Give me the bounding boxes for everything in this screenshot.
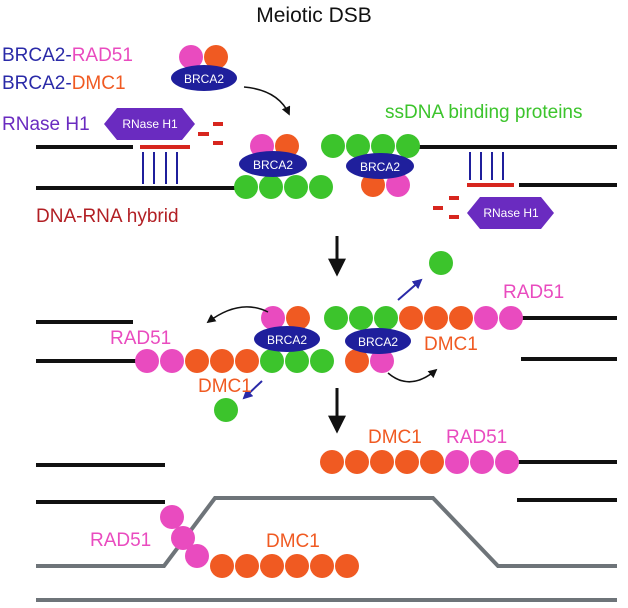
label-rad51-left: RAD51 bbox=[110, 328, 171, 349]
legend-ssdna-binding-proteins: ssDNA binding proteins bbox=[385, 102, 583, 123]
label-rad51-right: RAD51 bbox=[503, 282, 564, 303]
legend-dna-rna-hybrid: DNA-RNA hybrid bbox=[36, 206, 179, 227]
brca2-complex-right-step2: BRCA2 bbox=[345, 328, 411, 373]
legend-dmc1: DMC1 bbox=[72, 73, 126, 94]
rna-fragments-right bbox=[433, 196, 459, 219]
brca2-label: BRCA2 bbox=[184, 72, 224, 86]
dmc1-protomer bbox=[361, 173, 385, 197]
brca2-complex-right-step1: BRCA2 bbox=[321, 134, 420, 197]
rnase-label: RNase H1 bbox=[483, 206, 539, 220]
filament-step3 bbox=[320, 450, 519, 474]
legend-brca2-rad51: BRCA2-RAD51 bbox=[2, 45, 133, 66]
rnase-h1-left: RNase H1 bbox=[104, 108, 195, 140]
legend-brca2-b: BRCA2 bbox=[2, 73, 65, 94]
legend-brca2-dmc1: BRCA2-DMC1 bbox=[2, 73, 126, 94]
rnase-label: RNase H1 bbox=[122, 117, 178, 131]
brca2-oval bbox=[171, 65, 237, 91]
rad51-protomer bbox=[386, 173, 410, 197]
label-dmc1-right: DMC1 bbox=[424, 334, 478, 355]
recruit-arrow bbox=[243, 86, 291, 116]
brca2-complex-left-step1: BRCA2 bbox=[234, 134, 333, 199]
brca2-oval bbox=[254, 326, 320, 352]
label-dmc1-step3: DMC1 bbox=[368, 427, 422, 448]
dmc1-protomer bbox=[345, 349, 369, 373]
dmc1-protomer bbox=[204, 45, 228, 69]
brca2-label: BRCA2 bbox=[267, 333, 307, 347]
brca2-complex-left-step2: BRCA2 bbox=[254, 306, 320, 352]
rad51-protomer bbox=[179, 45, 203, 69]
label-rad51-step4: RAD51 bbox=[90, 530, 151, 551]
rnase-hexagon bbox=[104, 108, 195, 140]
hybrid-bonds-left bbox=[142, 152, 178, 184]
rnase-hexagon bbox=[467, 197, 554, 229]
hybrid-bonds-right bbox=[469, 152, 504, 180]
label-rad51-step3: RAD51 bbox=[446, 427, 507, 448]
filament-top-right bbox=[324, 306, 523, 330]
brca2-oval bbox=[239, 151, 307, 177]
diagram-title: Meiotic DSB bbox=[256, 4, 372, 27]
loading-arrow-left bbox=[206, 306, 269, 324]
release-arrow-bottom bbox=[242, 380, 263, 400]
brca2-oval bbox=[346, 153, 414, 179]
legend-dash-a: - bbox=[65, 45, 71, 66]
release-arrow-top bbox=[397, 278, 423, 301]
free-brca2-complex: BRCA2 bbox=[171, 45, 237, 91]
legend-dash-b: - bbox=[65, 73, 71, 94]
released-ssdna-protein-top bbox=[429, 251, 453, 275]
brca2-oval bbox=[345, 328, 411, 354]
label-dmc1-step4: DMC1 bbox=[266, 531, 320, 552]
loading-arrow-right bbox=[387, 368, 438, 383]
brca2-label: BRCA2 bbox=[253, 158, 293, 172]
label-dmc1-left: DMC1 bbox=[198, 376, 252, 397]
invading-filament bbox=[160, 505, 359, 578]
released-ssdna-protein-bottom bbox=[214, 398, 238, 422]
homolog-dna-top-strand bbox=[36, 496, 617, 568]
filament-bottom-left bbox=[135, 349, 334, 373]
brca2-label: BRCA2 bbox=[358, 335, 398, 349]
legend-rnase-h1: RNase H1 bbox=[2, 114, 90, 135]
rna-fragments-left bbox=[198, 122, 223, 145]
rad51-protomer bbox=[370, 349, 394, 373]
rnase-h1-right: RNase H1 bbox=[467, 197, 554, 229]
legend-rad51: RAD51 bbox=[72, 45, 133, 66]
dmc1-protomer bbox=[286, 306, 310, 330]
legend-brca2-a: BRCA2 bbox=[2, 45, 65, 66]
brca2-label: BRCA2 bbox=[360, 160, 400, 174]
